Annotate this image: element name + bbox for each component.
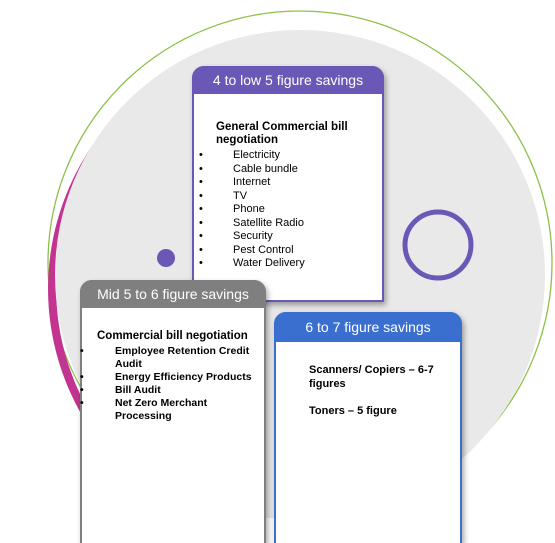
list-item: Employee Retention Credit Audit: [80, 345, 256, 371]
card-body-low: General Commercial bill negotiation Elec…: [194, 94, 382, 300]
list-item: Net Zero Merchant Processing: [80, 397, 256, 423]
savings-card-mid: Mid 5 to 6 figure savings Commercial bil…: [80, 280, 266, 543]
card-header-mid: Mid 5 to 6 figure savings: [80, 280, 266, 308]
list-item: Security: [199, 230, 372, 244]
list-item: TV: [199, 190, 372, 204]
card-body-mid: Commercial bill negotiation Employee Ret…: [80, 308, 264, 543]
list-item: Energy Efficiency Products: [80, 371, 256, 384]
scanners-copiers-line: Scanners/ Copiers – 6-7 figures: [309, 364, 434, 390]
card-header-high: 6 to 7 figure savings: [274, 312, 462, 342]
card-title-commercial-bill-negotiation: Commercial bill negotiation: [97, 330, 248, 342]
purple-dot: [157, 249, 175, 267]
list-item: Satellite Radio: [199, 217, 372, 231]
list-item: Pest Control: [199, 244, 372, 258]
list-item: Electricity: [199, 149, 372, 163]
toners-line: Toners – 5 figure: [309, 405, 397, 417]
service-list: Electricity Cable bundle Internet TV Pho…: [199, 149, 372, 271]
list-item: Internet: [199, 176, 372, 190]
list-item: Bill Audit: [80, 384, 256, 397]
purple-ring: [402, 209, 474, 281]
list-item: Water Delivery: [199, 257, 372, 271]
service-list: Employee Retention Credit Audit Energy E…: [80, 345, 256, 423]
savings-card-high: 6 to 7 figure savings Scanners/ Copiers …: [274, 312, 462, 543]
savings-card-low: 4 to low 5 figure savings General Commer…: [192, 66, 384, 302]
card-title-general-bill-negotiation: General Commercial bill negotiation: [216, 121, 348, 146]
card-body-high: Scanners/ Copiers – 6-7 figures Toners –…: [276, 342, 460, 543]
list-item: Phone: [199, 203, 372, 217]
card-header-low: 4 to low 5 figure savings: [192, 66, 384, 94]
list-item: Cable bundle: [199, 163, 372, 177]
